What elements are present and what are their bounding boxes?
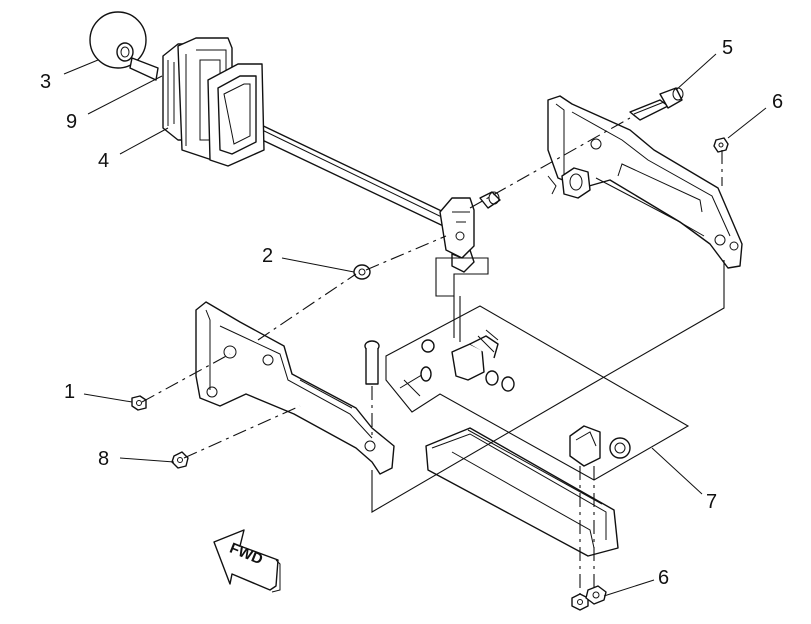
nut-1 — [131, 395, 147, 411]
lever-rod — [254, 121, 457, 233]
callout-1: 1 — [64, 381, 75, 403]
nut-6-top — [713, 137, 729, 153]
callout-2: 2 — [262, 245, 273, 267]
leader-lines — [63, 53, 767, 597]
bushing-right — [479, 191, 501, 209]
lower-left-bracket — [195, 301, 395, 475]
callout-5: 5 — [722, 37, 733, 59]
callout-8: 8 — [98, 448, 109, 470]
upper-right-bracket — [547, 95, 743, 269]
shoulder-bolt — [629, 87, 684, 121]
callout-numbers: 3 9 4 5 6 2 1 8 7 6 — [40, 37, 783, 589]
connector-lines — [371, 257, 725, 513]
bushing-left — [353, 264, 371, 280]
callout-9: 9 — [66, 111, 77, 133]
kit-outline — [385, 305, 690, 481]
nut-8 — [171, 451, 189, 469]
callout-6-bottom: 6 — [658, 567, 669, 589]
channel-rail — [425, 427, 619, 557]
callout-7: 7 — [706, 491, 717, 513]
callout-6-top: 6 — [772, 91, 783, 113]
gate-plate-rear — [207, 63, 265, 167]
knob-ball — [89, 11, 159, 81]
assembly-centerlines — [141, 117, 723, 594]
pivot-block — [439, 197, 475, 273]
clip — [569, 425, 601, 467]
callout-3: 3 — [40, 71, 51, 93]
nut-6-bottom-a — [571, 593, 589, 611]
vertical-screw — [364, 340, 380, 385]
callout-4: 4 — [98, 150, 109, 172]
nut-6-bottom-b — [585, 585, 607, 605]
detail-kit-parts — [399, 329, 515, 397]
fwd-arrow: FWD — [213, 529, 281, 593]
washer — [609, 437, 631, 459]
